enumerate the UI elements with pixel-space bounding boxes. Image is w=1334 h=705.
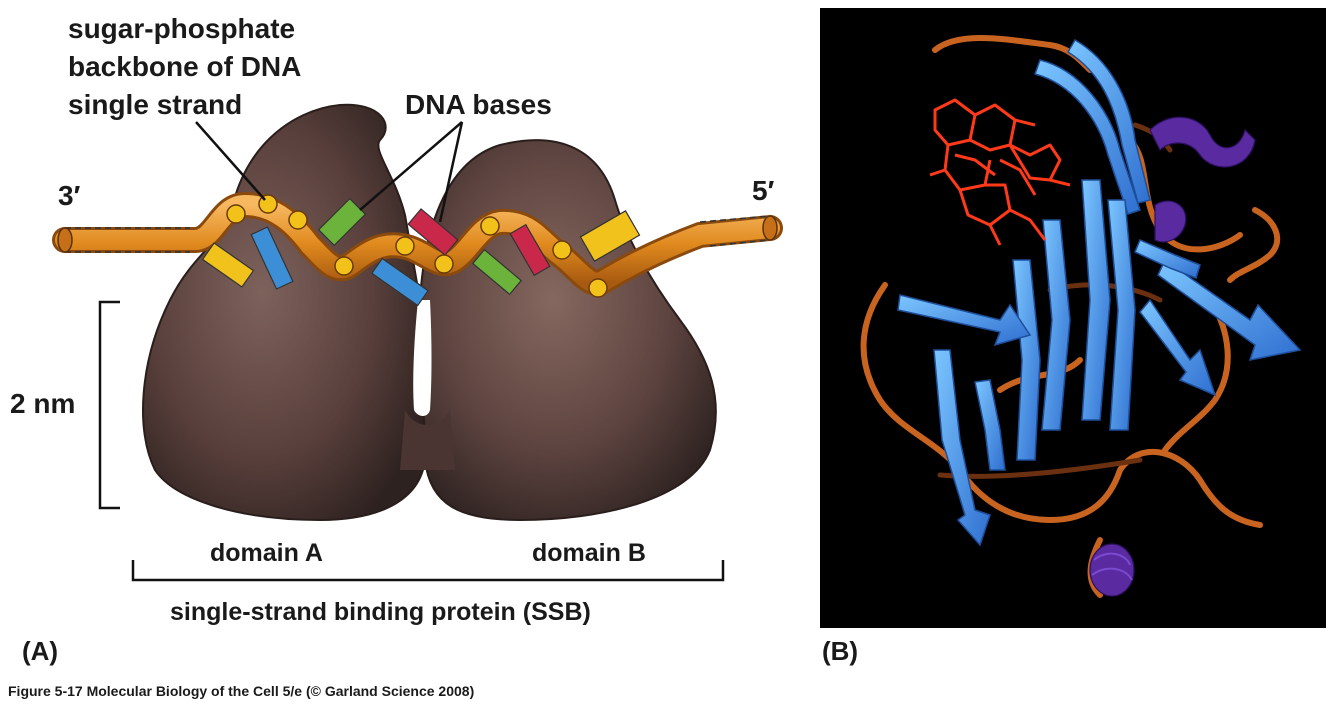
alpha-helices	[1089, 116, 1256, 597]
ligand-bond	[929, 118, 1071, 246]
beta-strands	[897, 38, 1302, 547]
backbone-label-line-2: backbone of DNA	[68, 51, 301, 82]
coil-loop	[1227, 207, 1281, 283]
beta-strand	[1041, 219, 1071, 431]
panel-b: (B)	[820, 8, 1326, 666]
dna-base	[317, 197, 367, 247]
dna-base	[509, 223, 551, 277]
phosphate	[288, 210, 308, 230]
phosphate	[334, 256, 354, 276]
coil-loop	[1117, 449, 1263, 528]
panel-a-label: (A)	[22, 636, 58, 666]
beta-strand	[1139, 298, 1217, 397]
dna-base	[250, 226, 294, 290]
scale-label: 2 nm	[10, 388, 75, 419]
backbone-leader	[195, 121, 266, 201]
beta-strand	[1081, 179, 1111, 421]
protein-bracket	[131, 560, 725, 582]
bases-leader-2	[438, 121, 464, 223]
beta-strand	[933, 349, 991, 547]
scale-bracket	[98, 300, 120, 510]
alpha-helix	[1154, 200, 1187, 243]
backbone-label-line-1: sugar-phosphate	[68, 13, 295, 44]
beta-strand	[1012, 259, 1041, 461]
helix-turns	[1091, 552, 1133, 581]
beta-strand	[1157, 258, 1302, 361]
end-label-3prime: 3′	[58, 180, 81, 211]
domain-b-label: domain B	[532, 539, 646, 567]
domain-a-label: domain A	[210, 539, 323, 567]
dna-base	[201, 242, 255, 288]
protein-domain-a-shape	[142, 103, 427, 522]
structure-background	[820, 8, 1326, 628]
helix-turn	[1091, 567, 1133, 581]
bases-leader-1	[359, 121, 463, 211]
dna-base	[407, 208, 459, 256]
ligand-bases	[929, 98, 1071, 246]
leader-lines	[195, 121, 464, 223]
dna-end-cap-right	[762, 215, 778, 241]
helix-turn	[1093, 552, 1131, 566]
alpha-helix	[1089, 543, 1135, 597]
beta-strand	[1066, 38, 1151, 204]
panel-b-label: (B)	[822, 636, 858, 666]
end-label-5prime: 5′	[752, 175, 775, 206]
beta-strand	[897, 294, 1032, 347]
dna-base	[371, 257, 429, 307]
coil-loop	[957, 467, 1123, 524]
panel-a: 2 nm 3′ 5′ sugar-phosphate backbone of D…	[10, 13, 783, 666]
alpha-helix	[1149, 116, 1256, 168]
bases-label: DNA bases	[405, 89, 552, 120]
coil-loop	[1162, 297, 1231, 453]
phosphate	[434, 254, 454, 274]
domain-gap	[413, 300, 432, 416]
domain-connector	[400, 410, 455, 470]
ligand-bond	[969, 103, 1017, 152]
backbone-label-line-3: single strand	[68, 89, 242, 120]
beta-strand	[1134, 239, 1201, 279]
phosphate	[395, 236, 415, 256]
beta-strand	[974, 379, 1006, 471]
phosphate-groups	[226, 194, 608, 298]
dna-bases	[201, 197, 641, 307]
dna-base	[471, 248, 523, 296]
beta-strand	[1107, 199, 1136, 431]
coil-loop	[997, 357, 1083, 393]
ligand-bond	[954, 153, 1037, 196]
ligand-bond	[1009, 208, 1047, 241]
ligand-bond	[1008, 143, 1062, 182]
dna-end-dash-right	[699, 215, 771, 247]
phosphate	[480, 216, 500, 236]
dna-end-dash-left	[65, 227, 190, 253]
dna-base	[579, 210, 641, 262]
protein-label: single-strand binding protein (SSB)	[170, 598, 591, 626]
protein-domain-b-shape	[418, 139, 717, 522]
coil-loop	[860, 282, 963, 473]
phosphate	[226, 204, 246, 224]
dna-end-cap-left	[57, 227, 73, 253]
phosphate	[552, 240, 572, 260]
ligand-bond	[958, 183, 1012, 227]
figure-caption: Figure 5-17 Molecular Biology of the Cel…	[8, 683, 474, 699]
phosphate	[588, 278, 608, 298]
beta-strand	[1034, 59, 1141, 215]
